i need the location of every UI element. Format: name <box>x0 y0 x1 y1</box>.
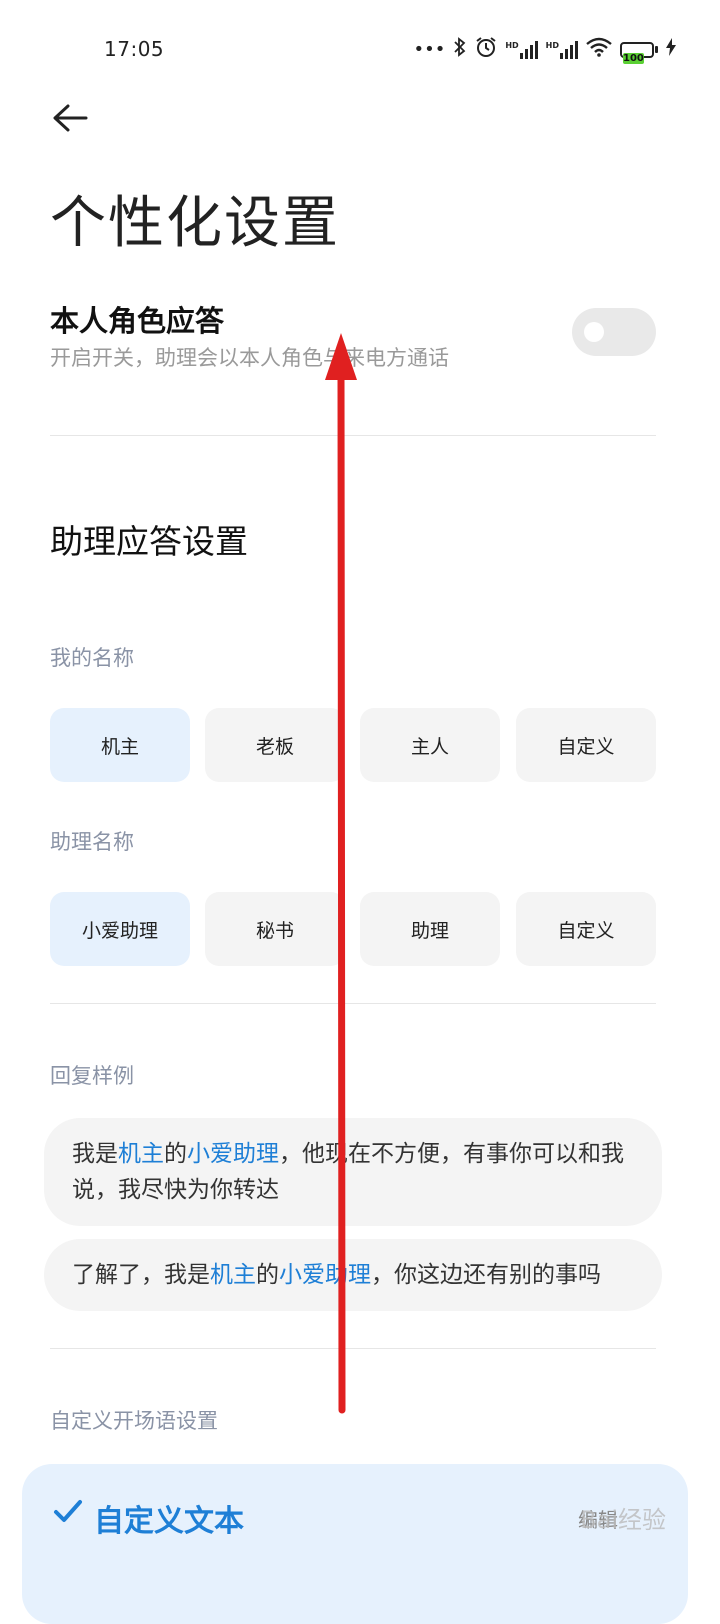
status-time: 17:05 <box>104 37 165 61</box>
assistant-name-option-custom[interactable]: 自定义 <box>516 892 656 966</box>
my-name-option-owner[interactable]: 机主 <box>50 708 190 782</box>
my-name-option-master[interactable]: 主人 <box>360 708 500 782</box>
alarm-icon <box>475 36 497 63</box>
reply-example-1: 我是机主的小爱助理，他现在不方便，有事你可以和我说，我尽快为你转达 <box>44 1118 662 1226</box>
my-name-option-boss[interactable]: 老板 <box>205 708 345 782</box>
page-title: 个性化设置 <box>50 191 340 256</box>
custom-text-card[interactable]: 自定义文本 编辑 <box>22 1464 688 1624</box>
self-answer-subtitle: 开启开关，助理会以本人角色与来电方通话 <box>50 346 449 370</box>
status-icons: ••• HD HD 100 <box>413 36 676 64</box>
assistant-name-option-assistant[interactable]: 助理 <box>360 892 500 966</box>
divider <box>50 1348 656 1349</box>
assistant-name-option-secretary[interactable]: 秘书 <box>205 892 345 966</box>
battery-level: 100 <box>623 52 644 64</box>
more-dots-icon: ••• <box>413 39 446 60</box>
assistant-name-option-xiaoai[interactable]: 小爱助理 <box>50 892 190 966</box>
check-icon <box>54 1500 82 1522</box>
assistant-name-label: 助理名称 <box>50 830 134 854</box>
back-button[interactable] <box>50 98 90 138</box>
arrow-left-icon <box>53 104 88 132</box>
edit-button[interactable]: 编辑 <box>578 1508 618 1532</box>
reply-examples-label: 回复样例 <box>50 1064 134 1088</box>
bluetooth-icon <box>453 37 467 62</box>
reply-example-2: 了解了，我是机主的小爱助理，你这边还有别的事吗 <box>44 1239 662 1311</box>
charging-icon <box>666 38 676 61</box>
my-name-option-custom[interactable]: 自定义 <box>516 708 656 782</box>
signal-icon-2: HD <box>546 40 578 59</box>
self-answer-toggle[interactable] <box>572 308 656 356</box>
my-name-label: 我的名称 <box>50 646 134 670</box>
self-answer-title: 本人角色应答 <box>50 304 225 338</box>
custom-text-title: 自定义文本 <box>94 1504 244 1539</box>
signal-icon-1: HD <box>505 40 538 59</box>
watermark: Bai经验 <box>580 1506 666 1534</box>
divider <box>50 435 656 436</box>
assistant-section-title: 助理应答设置 <box>50 522 248 561</box>
toggle-knob <box>584 322 604 342</box>
wifi-icon <box>586 37 612 62</box>
opening-label: 自定义开场语设置 <box>50 1409 218 1433</box>
battery-icon: 100 <box>620 41 658 64</box>
divider <box>50 1003 656 1004</box>
